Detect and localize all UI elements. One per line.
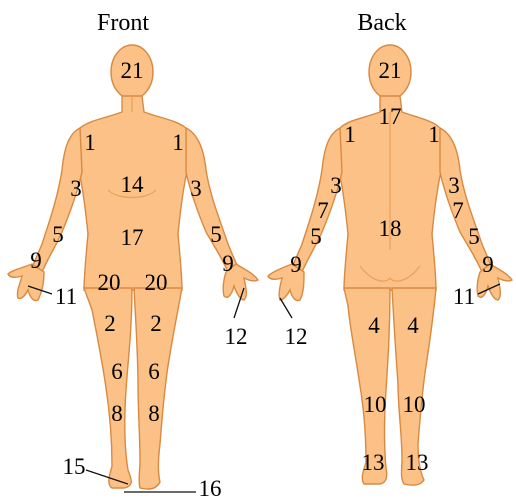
front-label-knee-left: 6 xyxy=(111,359,123,384)
back-arm-right xyxy=(440,128,492,272)
back-label-thigh-right: 4 xyxy=(407,313,419,338)
back-label-shoulder-left: 1 xyxy=(344,122,356,147)
back-label-calf-left: 10 xyxy=(364,392,387,417)
front-label-chest: 14 xyxy=(121,172,145,197)
front-label-hand-left: 11 xyxy=(55,284,77,309)
back-label-thigh-left: 4 xyxy=(368,313,380,338)
front-label-wrist-right: 9 xyxy=(222,251,234,276)
front-label-abdomen: 17 xyxy=(121,225,144,250)
front-label-head: 21 xyxy=(121,58,144,83)
back-label-neck: 17 xyxy=(379,104,402,129)
back-label-hand-left: 12 xyxy=(285,324,308,349)
front-label-upper-arm-right: 3 xyxy=(190,176,202,201)
front-label-wrist-left: 9 xyxy=(30,248,42,273)
front-label-elbow-right: 5 xyxy=(210,222,222,247)
back-label-wrist-left: 9 xyxy=(290,252,302,277)
back-label-elbow-right: 5 xyxy=(468,224,480,249)
front-label-shoulder-right: 1 xyxy=(172,130,184,155)
back-label-head: 21 xyxy=(379,58,402,83)
back-label-shoulder-right: 1 xyxy=(428,122,440,147)
front-title: Front xyxy=(97,10,149,36)
front-label-hand-right: 12 xyxy=(225,324,248,349)
front-label-shin-left: 8 xyxy=(111,401,123,426)
front-label-shoulder-left: 1 xyxy=(84,130,96,155)
back-label-upper-arm-right: 3 xyxy=(448,173,460,198)
front-label-knee-right: 6 xyxy=(148,359,160,384)
back-label-ankle-left: 13 xyxy=(362,450,385,475)
front-label-thigh-left: 2 xyxy=(104,311,116,336)
back-title: Back xyxy=(357,10,406,36)
front-label-groin-left: 20 xyxy=(98,270,121,295)
back-label-hand-right: 11 xyxy=(453,284,475,309)
back-label-forearm-left: 7 xyxy=(317,198,329,223)
back-label-wrist-right: 9 xyxy=(482,252,494,277)
front-label-groin-right: 20 xyxy=(145,270,168,295)
front-label-thigh-right: 2 xyxy=(150,311,162,336)
front-label-foot: 16 xyxy=(199,476,222,499)
front-figure xyxy=(8,45,258,489)
front-label-shin-right: 8 xyxy=(148,401,160,426)
back-label-ankle-right: 13 xyxy=(406,450,429,475)
back-label-elbow-left: 5 xyxy=(310,224,322,249)
back-label-upper-arm-left: 3 xyxy=(330,173,342,198)
front-label-elbow-left: 5 xyxy=(52,222,64,247)
back-label-calf-right: 10 xyxy=(403,392,426,417)
back-label-back: 18 xyxy=(379,216,402,241)
back-label-forearm-right: 7 xyxy=(452,198,464,223)
front-label-ankle: 15 xyxy=(63,454,86,479)
front-label-upper-arm-left: 3 xyxy=(70,176,82,201)
